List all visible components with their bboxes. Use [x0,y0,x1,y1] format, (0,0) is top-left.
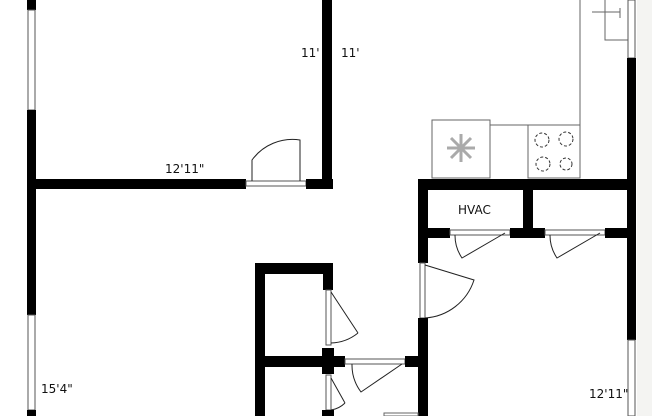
left-outer-wall [27,0,36,416]
door-swing [351,363,403,393]
door-swing [424,264,475,319]
dimension-label: 11' [301,46,320,60]
fridge [431,119,491,179]
window [27,9,36,111]
lower-closets [255,263,428,416]
margin-right [637,0,652,416]
door-swing [454,232,506,259]
door-swing [330,291,359,344]
window [27,314,36,411]
stove-burner-icon [534,131,574,172]
sink [592,0,630,41]
door-swing [549,232,601,259]
hvac-label: HVAC [458,203,491,217]
fan-icon [447,134,475,162]
dimension-label: 12'11" [165,162,204,176]
kitchen-counter [431,0,630,179]
dimension-label: 11' [341,46,360,60]
hvac-closets [418,179,636,416]
door-swing [251,138,301,181]
bedroom-wall [36,0,333,189]
dimension-label: 15'4" [41,382,73,396]
stove [527,124,581,179]
dimension-label: 12'11" [589,387,628,401]
right-outer-wall [627,0,636,416]
door-swing [330,377,346,411]
